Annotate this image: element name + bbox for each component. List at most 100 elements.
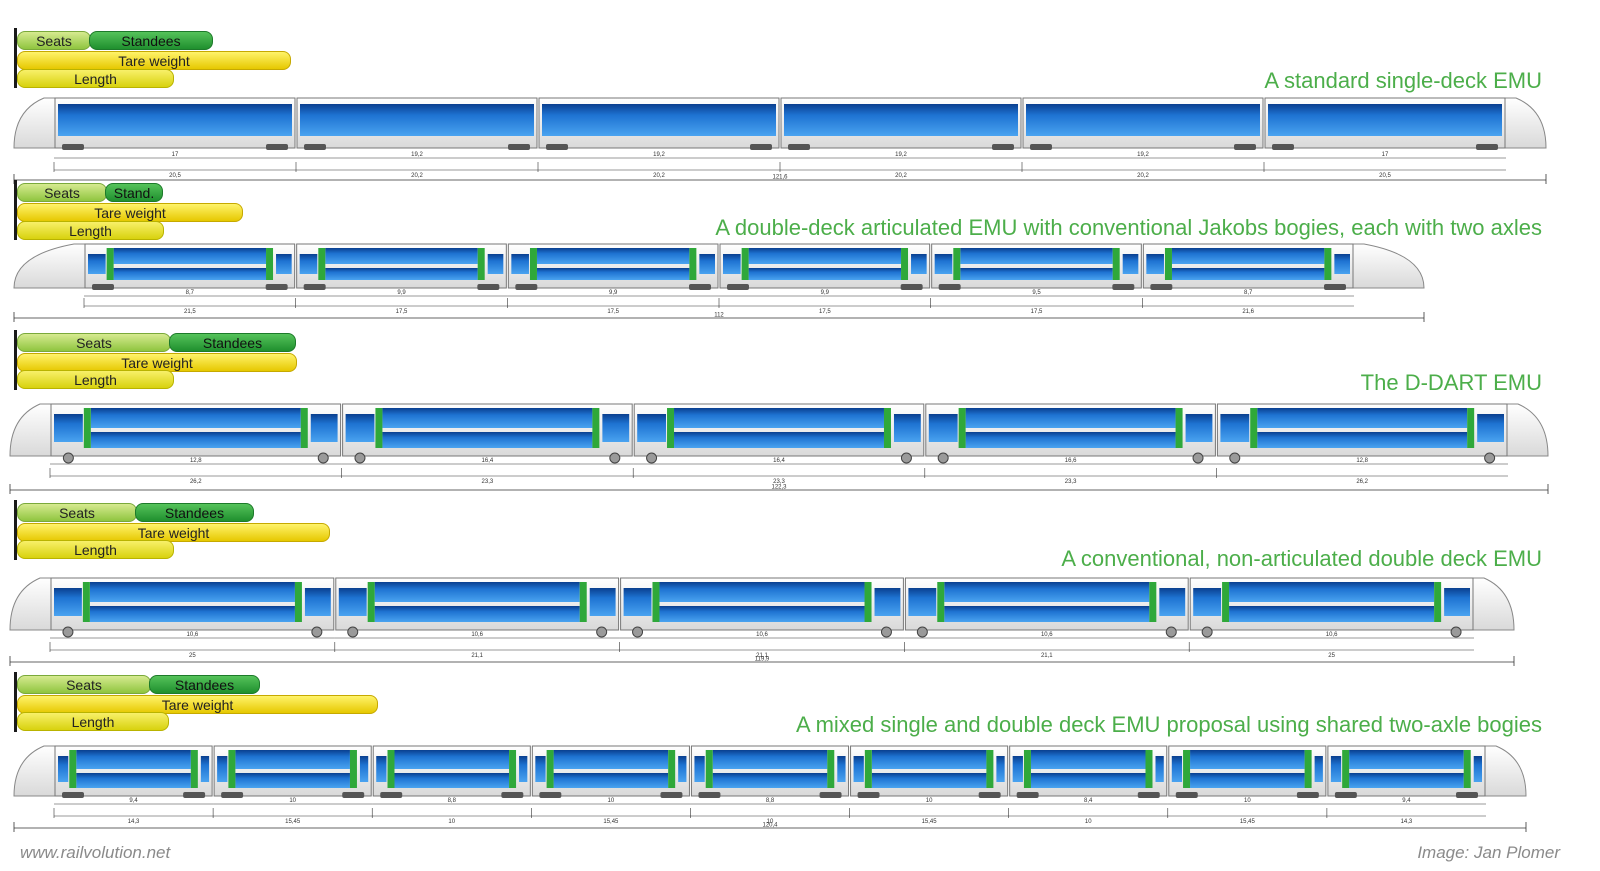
lower-deck-windows (1257, 432, 1468, 448)
seats-bar: Seats (17, 675, 151, 694)
vestibule-window (200, 756, 210, 782)
train-drawing: 8,721,59,917,59,917,59,917,59,517,58,721… (13, 243, 1425, 322)
wheel (609, 452, 621, 464)
upper-deck-windows (394, 750, 510, 769)
wheel (347, 626, 359, 638)
lower-deck-windows (113, 268, 267, 280)
upper-deck-windows (382, 408, 593, 428)
door (1222, 582, 1230, 622)
car-dimension-label: 16,4 (482, 458, 494, 464)
upper-deck-windows (536, 248, 690, 264)
bogie (266, 144, 288, 150)
wheel (1201, 626, 1213, 638)
wheel (354, 452, 366, 464)
car-dimension-label: 10 (926, 798, 933, 804)
bogie (900, 284, 923, 290)
wheel (916, 626, 928, 638)
car-length-label: 23,3 (1065, 479, 1077, 485)
door (864, 582, 872, 622)
car-length-label: 26,2 (190, 479, 202, 485)
bogie (265, 284, 288, 290)
wheel (632, 626, 644, 638)
wheel (1165, 626, 1177, 638)
bogie (515, 284, 538, 290)
door (387, 750, 395, 788)
car-length-label: 14,3 (1401, 819, 1413, 825)
car-dimension-label: 12,8 (190, 458, 202, 464)
car-length-label: 17,5 (819, 309, 831, 315)
lower-deck-windows (374, 606, 580, 622)
vestibule-window (874, 588, 901, 616)
train-drawing: 12,826,216,423,316,423,316,623,312,826,2… (9, 403, 1549, 494)
wheel (880, 626, 892, 638)
car-dimension-label: 10,6 (1041, 632, 1053, 638)
bogie (508, 144, 530, 150)
bogie (501, 792, 524, 798)
lower-deck-windows (748, 268, 902, 280)
bogie (1137, 792, 1160, 798)
vestibule-window (304, 588, 331, 616)
bogie (857, 792, 880, 798)
door (106, 248, 114, 280)
car-dimension-label: 9,9 (609, 290, 618, 296)
bogie (1334, 792, 1357, 798)
bogie (1016, 792, 1039, 798)
door (1149, 582, 1157, 622)
vestibule-window (699, 254, 715, 274)
bogie (1324, 284, 1346, 290)
vestibule-window (54, 588, 82, 616)
lower-deck-windows (871, 773, 987, 788)
door (266, 248, 274, 280)
rear-cab (1483, 745, 1527, 797)
total-length-label: 122,3 (771, 485, 787, 491)
door (1434, 582, 1442, 622)
car-length-label: 23,3 (773, 479, 785, 485)
diagram-2: Seats Stand. Tare weight Length A double… (0, 180, 1600, 330)
vestibule-window (88, 254, 106, 274)
car-dimension-label: 10 (289, 798, 296, 804)
vestibule-window (678, 756, 687, 782)
tare-weight-bar: Tare weight (17, 523, 330, 542)
door (83, 408, 91, 448)
wheel (596, 626, 608, 638)
door (1164, 248, 1172, 280)
upper-deck-windows (871, 750, 987, 769)
door (652, 582, 660, 622)
vestibule-window (853, 756, 864, 782)
vestibule-window (535, 756, 546, 782)
car-length-label: 20,5 (1379, 173, 1391, 179)
car-dimension-label: 17 (172, 152, 179, 158)
bogie (1476, 144, 1498, 150)
wheel (646, 452, 658, 464)
bogie (1234, 144, 1256, 150)
car-dimension-label: 8,7 (1244, 290, 1253, 296)
wheel (317, 452, 329, 464)
lower-deck-windows (325, 268, 478, 280)
car-length-label: 15,45 (285, 819, 301, 825)
door (1145, 750, 1153, 788)
vestibule-window (1146, 254, 1164, 274)
car-length-label: 17,5 (396, 309, 408, 315)
wheel (1192, 452, 1204, 464)
vestibule-window (1122, 254, 1139, 274)
vestibule-window (1477, 414, 1504, 442)
lower-deck-windows (1030, 773, 1146, 788)
diagram-caption: The D-DART EMU (1360, 370, 1542, 395)
vestibule-window (911, 254, 927, 274)
vestibule-window (1159, 588, 1186, 616)
tare-weight-bar: Tare weight (17, 203, 243, 222)
door (667, 408, 675, 448)
bogie (1175, 792, 1198, 798)
door (901, 248, 909, 280)
bogie (380, 792, 403, 798)
bogie (546, 144, 568, 150)
car-length-label: 10 (1085, 819, 1092, 825)
bar-axis (14, 500, 17, 560)
car-length-label: 25 (189, 653, 196, 659)
seats-bar: Seats (17, 333, 171, 352)
car-length-label: 21,5 (184, 309, 196, 315)
upper-deck-windows (553, 750, 669, 769)
car-dimension-label: 9,5 (1032, 290, 1041, 296)
seats-bar: Seats (17, 31, 91, 50)
car-dimension-label: 19,2 (653, 152, 665, 158)
